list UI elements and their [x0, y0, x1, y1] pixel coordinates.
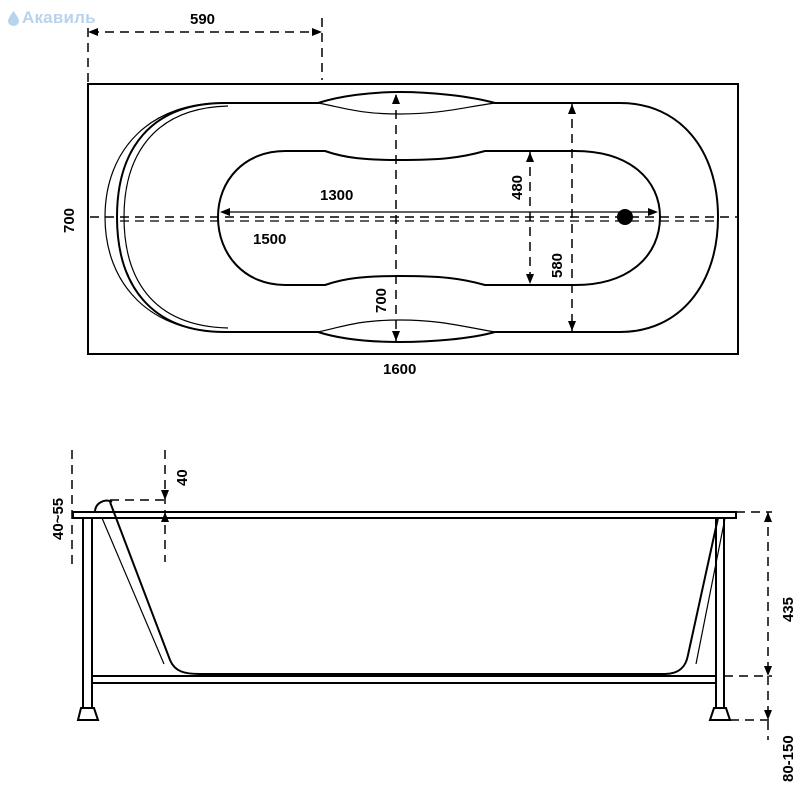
headrest-bottom [317, 319, 496, 333]
label-1300: 1300 [320, 187, 353, 204]
tub-body [109, 501, 719, 675]
side-view: 40~55 40 435 80-150 [50, 450, 797, 782]
arrow-580-bottom [568, 321, 576, 331]
arrow-1300-right [648, 208, 658, 216]
label-40-55: 40~55 [50, 498, 67, 540]
inner-bowl-contour [216, 150, 662, 286]
label-700-width: 700 [61, 208, 78, 233]
headrest-top [317, 102, 496, 115]
top-view: 590 1600 1300 1500 700 700 480 580 [61, 11, 739, 378]
label-1500: 1500 [253, 231, 286, 248]
tub-body-inner [101, 517, 165, 665]
label-80-150: 80-150 [780, 735, 797, 782]
arrow-480-bottom [526, 274, 534, 284]
arrow-1300-left [220, 208, 230, 216]
label-40: 40 [174, 469, 191, 486]
rim-slab [72, 511, 737, 519]
label-590: 590 [190, 11, 215, 28]
frame-crossbar [91, 675, 717, 684]
rim-curl [94, 499, 113, 513]
foot-right [708, 707, 732, 721]
arrow-435-top [764, 512, 772, 522]
label-700-depth: 700 [373, 288, 390, 313]
foot-left [76, 707, 100, 721]
drop-icon [8, 10, 19, 26]
brand-name: Акавиль [22, 8, 96, 27]
label-435: 435 [780, 597, 797, 622]
arrow-580-top [568, 104, 576, 114]
drain-hole [617, 209, 633, 225]
arrow-700-bottom [392, 331, 400, 341]
arrow-435-bottom [764, 666, 772, 676]
arrow-80-150-bottom [764, 710, 772, 720]
arrow-700-top [392, 94, 400, 104]
arrow-590-left [88, 28, 98, 36]
brand-logo: Акавиль [8, 8, 96, 28]
label-480: 480 [509, 175, 526, 200]
arrow-40-top [161, 490, 169, 500]
tub-outline-rect [87, 83, 739, 355]
arrow-40-bottom [161, 512, 169, 522]
label-580: 580 [549, 253, 566, 278]
label-1600: 1600 [383, 361, 416, 378]
arrow-480-top [526, 152, 534, 162]
arrow-590-right [312, 28, 322, 36]
tub-body-inner-right [695, 517, 726, 665]
